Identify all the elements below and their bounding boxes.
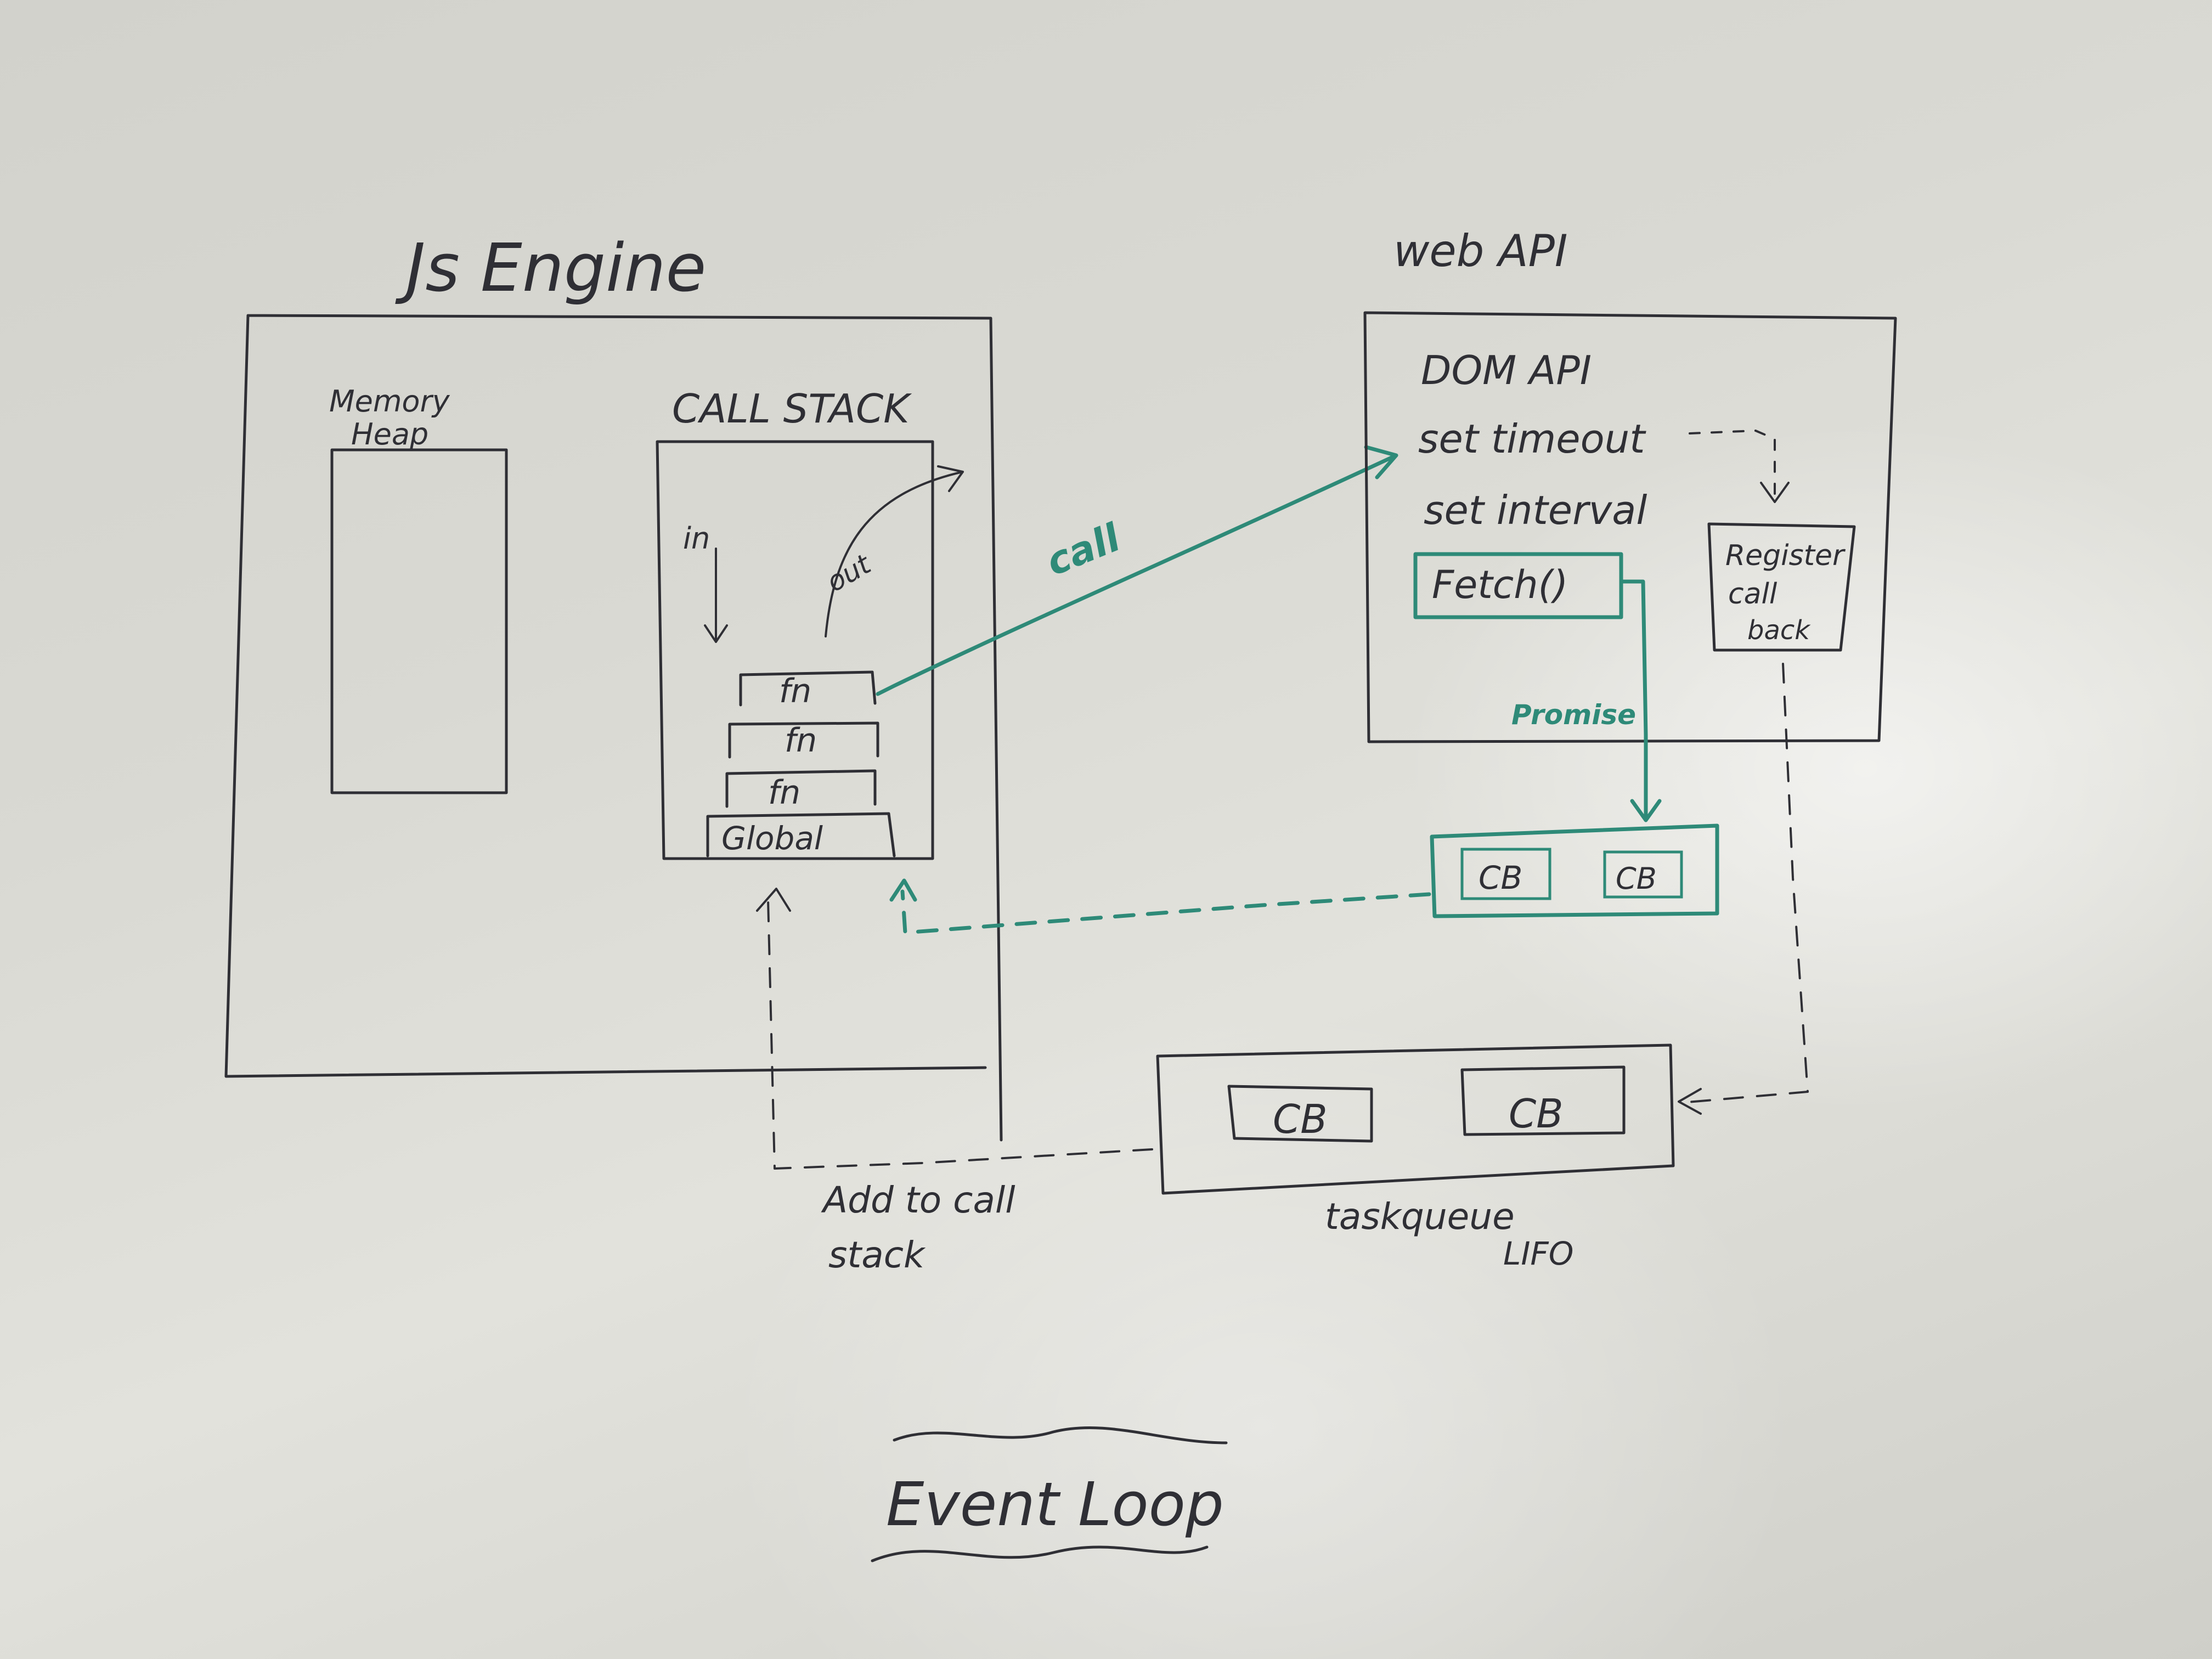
settimeout-register-arrow	[1689, 430, 1776, 500]
call-stack-box	[656, 440, 934, 860]
microtask-to-stack-arrow	[900, 889, 1431, 935]
stack-frame-1: fn	[779, 672, 811, 710]
web-api-title: web API	[1393, 225, 1567, 276]
microtask-queue-box	[1430, 823, 1719, 918]
memory-heap-label: Memory	[329, 384, 450, 419]
stack-frame-1-box	[739, 670, 877, 707]
call-stack-title: CALL STACK	[672, 386, 912, 432]
web-api-settimeout: set timeout	[1418, 416, 1646, 462]
register-callback-line1: Register	[1725, 539, 1846, 572]
task-queue-label-2: LIFO	[1503, 1235, 1573, 1272]
promise-label: Promise	[1511, 699, 1636, 731]
microtask-cb-2: CB	[1616, 861, 1657, 896]
web-api-setinterval: set interval	[1424, 487, 1647, 533]
register-callback-line3: back	[1747, 615, 1811, 646]
add-to-call-stack-label: Add to call	[821, 1179, 1015, 1221]
task-cb-2-box	[1460, 1065, 1626, 1136]
task-cb-2: CB	[1509, 1091, 1564, 1137]
stack-frame-3: fn	[768, 774, 800, 812]
out-arrow	[825, 465, 964, 637]
call-stack-out-label: out	[821, 548, 877, 598]
add-to-call-stack-label-2: stack	[828, 1234, 926, 1276]
taskqueue-stack-arrowhead	[756, 888, 791, 912]
call-arrow-label: call	[1040, 515, 1127, 585]
promise-arrow	[1619, 579, 1662, 822]
js-engine-title: Js Engine	[395, 230, 706, 307]
register-callback-box	[1707, 522, 1856, 652]
microtask-cb-1: CB	[1479, 859, 1522, 896]
stack-frame-2-box	[728, 721, 879, 759]
memory-heap-box	[330, 448, 508, 794]
web-api-box	[1363, 311, 1897, 743]
taskqueue-to-stack-arrow	[767, 899, 1153, 1170]
task-queue-label: taskqueue	[1325, 1195, 1515, 1238]
memory-heap-label-2: Heap	[351, 417, 428, 452]
microtask-arrowhead	[889, 878, 917, 902]
web-api-dom: DOM API	[1421, 347, 1592, 393]
stack-frame-global: Global	[721, 820, 823, 857]
stack-frame-3-box	[725, 769, 877, 808]
register-taskqueue-arrowhead	[1678, 1088, 1702, 1115]
web-api-fetch: Fetch()	[1432, 562, 1568, 607]
register-callback-line2: call	[1728, 578, 1778, 611]
fetch-box	[1413, 552, 1623, 619]
event-loop-wave-bottom	[871, 1545, 1209, 1562]
task-cb-1-box	[1227, 1085, 1373, 1143]
call-stack-in-label: in	[683, 521, 710, 556]
call-arrow	[876, 445, 1398, 696]
settimeout-arrowhead	[1760, 482, 1790, 503]
event-loop-wave-top	[893, 1426, 1228, 1444]
in-arrow	[704, 548, 728, 643]
task-queue-box	[1156, 1043, 1675, 1195]
microtask-cb-1-box	[1460, 848, 1551, 900]
js-engine-box	[224, 314, 1003, 1142]
stack-frame-2: fn	[785, 721, 817, 760]
microtask-cb-2-box	[1603, 850, 1683, 899]
stack-frame-4-box	[706, 812, 896, 857]
event-loop-label: Event Loop	[886, 1469, 1224, 1539]
register-to-taskqueue-arrow	[1680, 663, 1809, 1104]
task-cb-1: CB	[1273, 1096, 1328, 1142]
